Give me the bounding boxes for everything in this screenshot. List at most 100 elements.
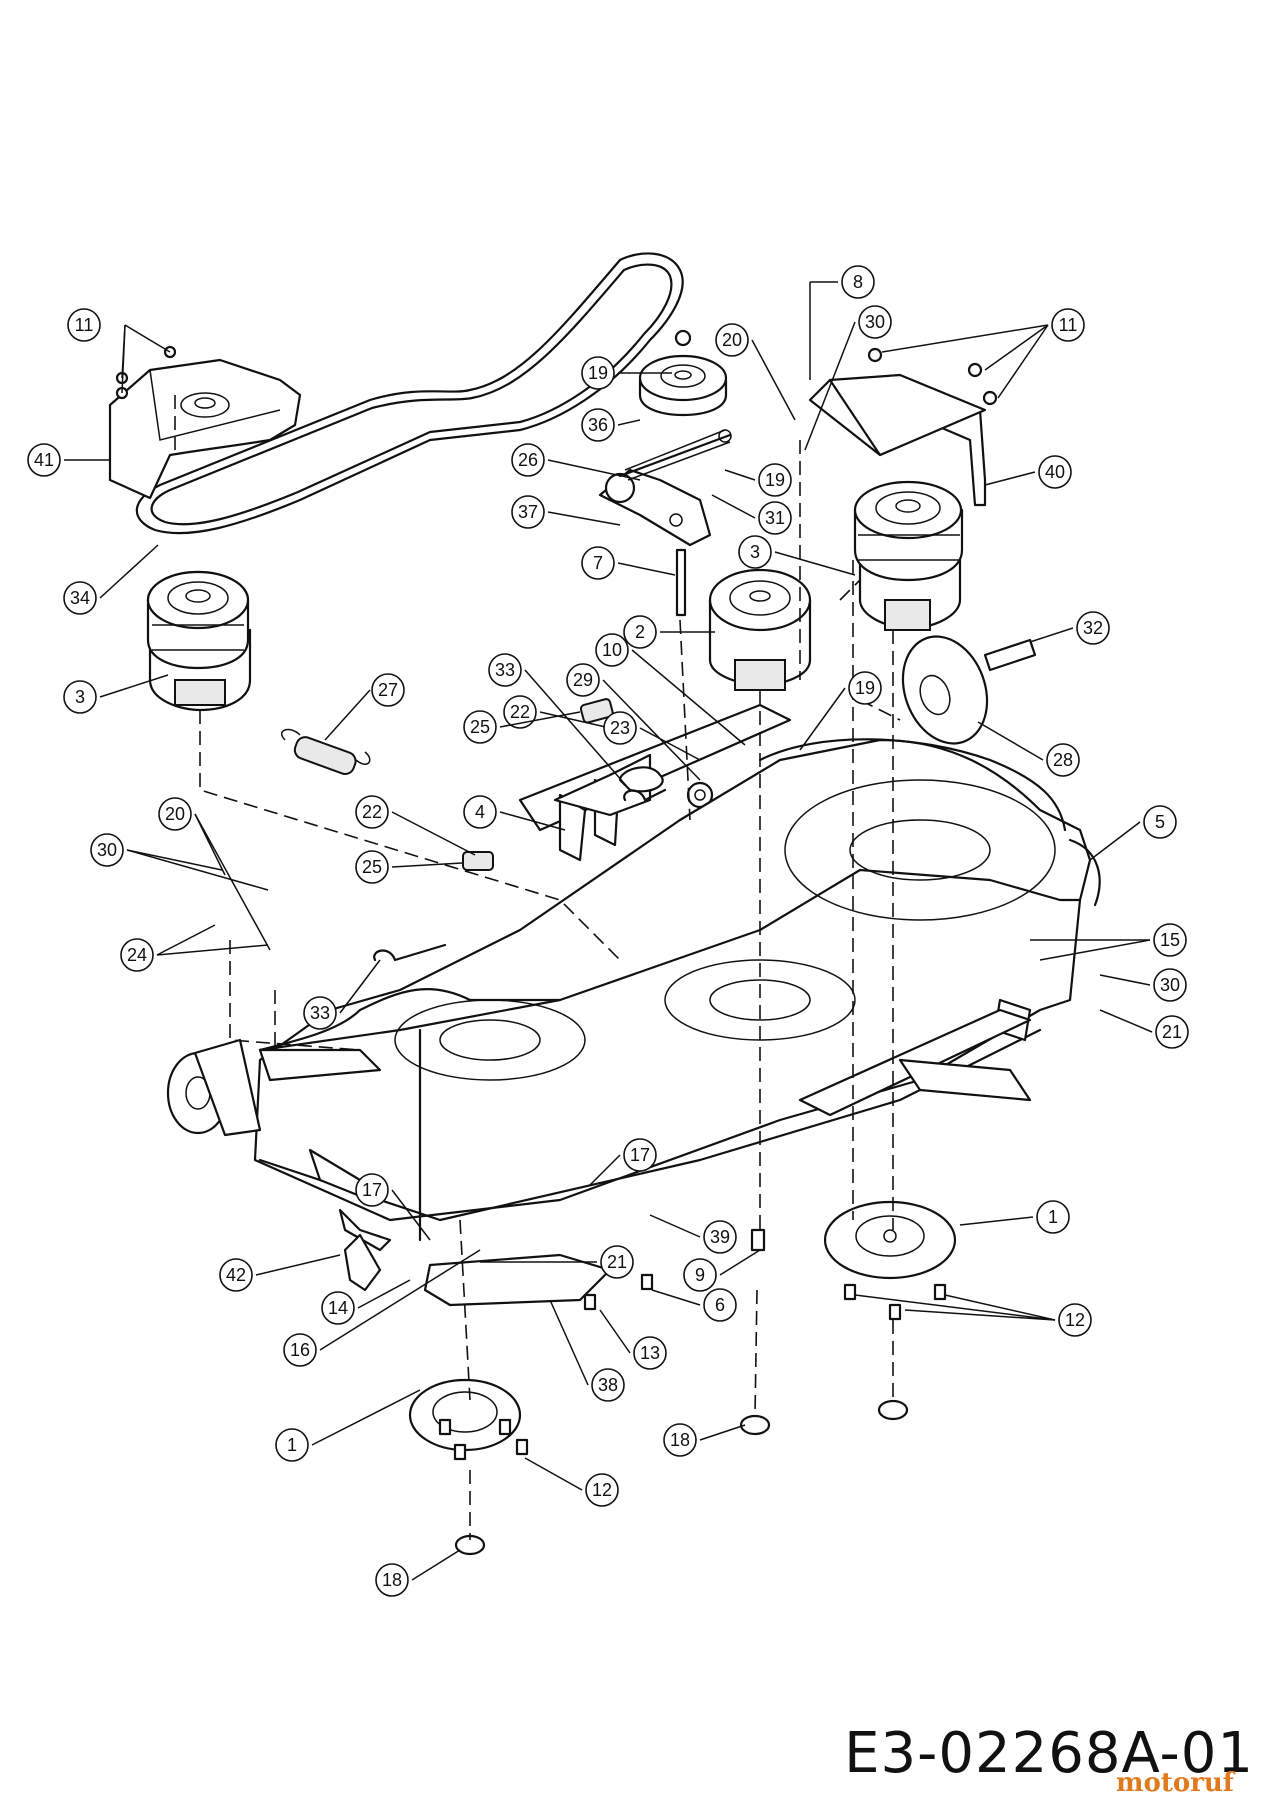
- callout-4: 4: [463, 795, 566, 831]
- callout-circle: [683, 1258, 717, 1292]
- callout-circle: [585, 1473, 619, 1507]
- callout-circle: [623, 615, 657, 649]
- callout-leader-line: [391, 811, 476, 856]
- callout-number: 30: [1160, 975, 1180, 995]
- callout-36: 36: [581, 408, 641, 442]
- callout-circle: [848, 671, 882, 705]
- callout-leader-line: [904, 1309, 1056, 1321]
- callout-leader-line: [617, 419, 641, 426]
- callout-number: 21: [607, 1252, 627, 1272]
- callout-30: 30: [804, 305, 892, 451]
- callout-7: 7: [581, 546, 676, 580]
- callout-number: 29: [573, 670, 593, 690]
- callout-circle: [511, 495, 545, 529]
- callout-12: 12: [854, 1294, 1092, 1337]
- right-belt-cover: [808, 347, 998, 507]
- callout-28: 28: [977, 721, 1080, 777]
- callout-22: 22: [503, 695, 611, 729]
- callout-leader-line: [651, 1289, 701, 1306]
- callout-number: 7: [593, 553, 603, 573]
- left-spindle: [146, 570, 252, 712]
- callout-circle: [603, 711, 637, 745]
- blade-nuts: [454, 1399, 909, 1556]
- callout-leader-line: [99, 544, 159, 599]
- callout-11: 11: [67, 308, 171, 394]
- callout-number: 1: [1048, 1207, 1058, 1227]
- callout-number: 27: [378, 680, 398, 700]
- callout-circle: [841, 265, 875, 299]
- callout-39: 39: [649, 1214, 737, 1254]
- callout-circle: [283, 1333, 317, 1367]
- callout-40: 40: [984, 455, 1072, 489]
- callout-number: 25: [362, 857, 382, 877]
- callout-33: 33: [303, 959, 381, 1030]
- callout-number: 18: [382, 1570, 402, 1590]
- callout-number: 5: [1155, 812, 1165, 832]
- callout-leader-line: [121, 324, 126, 394]
- callout-circle: [1143, 805, 1177, 839]
- blade-adapter-right: [823, 1200, 957, 1280]
- callout-leader-line: [599, 1309, 631, 1354]
- callout-circle: [463, 710, 497, 744]
- callout-leader-line: [751, 339, 796, 421]
- idler-bracket: [518, 703, 792, 862]
- callout-27: 27: [324, 673, 405, 741]
- callout-number: 39: [710, 1227, 730, 1247]
- callout-leader-line: [711, 494, 756, 519]
- callout-leader-line: [997, 324, 1049, 399]
- callout-number: 4: [475, 802, 485, 822]
- callout-circle: [355, 1173, 389, 1207]
- bolts: [438, 1228, 947, 1461]
- callout-circle: [566, 663, 600, 697]
- callout-circle: [371, 673, 405, 707]
- callout-5: 5: [1089, 805, 1177, 861]
- callout-leader-line: [99, 674, 169, 698]
- callout-circle: [1155, 1015, 1189, 1049]
- callout-leader-line: [649, 1214, 701, 1238]
- callout-number: 20: [722, 330, 742, 350]
- callout-leader-line: [804, 321, 856, 451]
- callout-21: 21: [1099, 1009, 1189, 1049]
- center-spindle: [708, 568, 812, 691]
- callout-circle: [703, 1220, 737, 1254]
- callout-25: 25: [463, 710, 581, 744]
- callout-leader-line: [1029, 627, 1074, 643]
- callout-3: 3: [738, 535, 856, 576]
- callout-2: 2: [623, 615, 715, 649]
- callout-leader-line: [339, 959, 381, 1014]
- callout-18: 18: [663, 1423, 746, 1457]
- callout-circle: [375, 1563, 409, 1597]
- callout-circle: [633, 1336, 667, 1370]
- callout-22: 22: [355, 795, 476, 856]
- deck-baffle: [343, 1233, 612, 1307]
- callout-number: 28: [1053, 750, 1073, 770]
- mower-deck: [253, 738, 1101, 1242]
- callout-number: 19: [855, 678, 875, 698]
- callout-leader-line: [799, 687, 846, 751]
- callout-leader-line: [311, 1389, 421, 1446]
- callout-circle: [303, 996, 337, 1030]
- callout-circle: [321, 1291, 355, 1325]
- callout-32: 32: [1029, 611, 1110, 645]
- callout-leader-line: [539, 711, 611, 729]
- callout-number: 33: [495, 660, 515, 680]
- callout-leader-line: [411, 1549, 461, 1581]
- callout-number: 3: [750, 542, 760, 562]
- callout-1: 1: [959, 1200, 1070, 1234]
- callout-number: 36: [588, 415, 608, 435]
- callout-34: 34: [63, 544, 159, 615]
- callout-circle: [1051, 308, 1085, 342]
- callout-30: 30: [90, 833, 269, 891]
- callout-leader-line: [1089, 821, 1141, 861]
- callout-leader-line: [984, 324, 1049, 371]
- callout-23: 23: [603, 711, 701, 761]
- callout-number: 30: [97, 840, 117, 860]
- callout-19: 19: [799, 671, 882, 751]
- callout-circle: [623, 1138, 657, 1172]
- callout-circle: [158, 797, 192, 831]
- callout-number: 12: [592, 1480, 612, 1500]
- callout-leader-line: [724, 469, 756, 481]
- callout-leader-line: [499, 811, 566, 831]
- callout-circle: [663, 1423, 697, 1457]
